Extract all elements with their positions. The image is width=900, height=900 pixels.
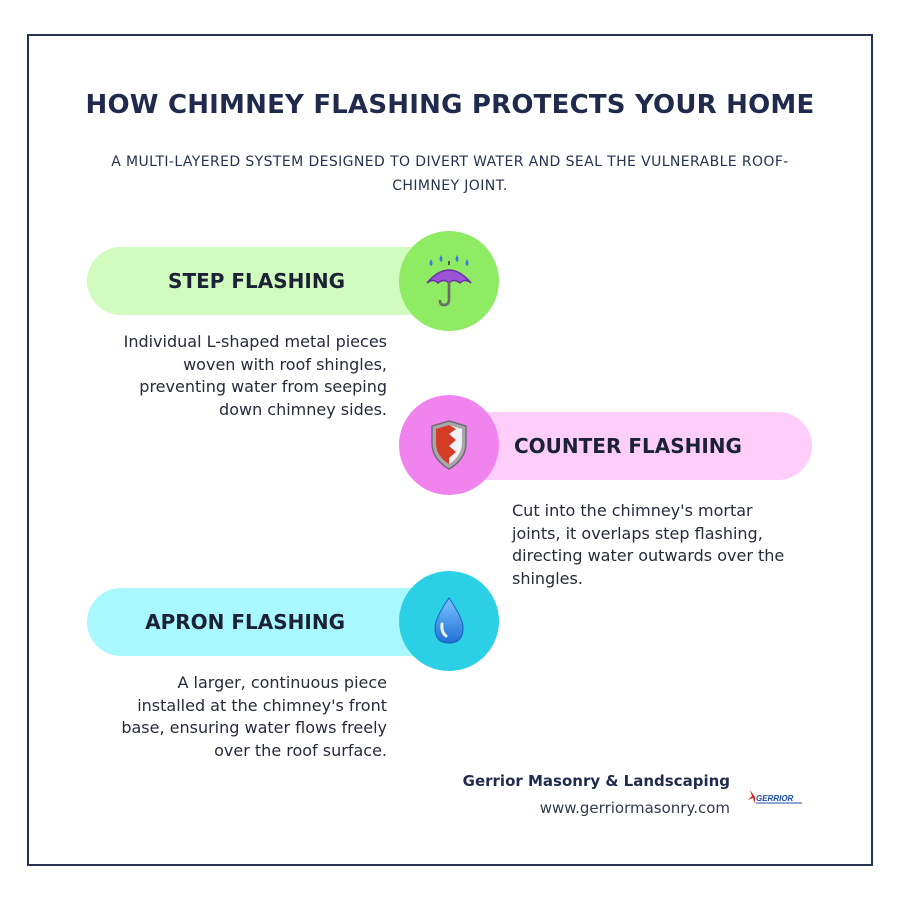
step-flashing-banner: STEP FLASHING (87, 247, 457, 315)
step-flashing-heading: STEP FLASHING (168, 269, 345, 293)
droplet-icon (434, 597, 464, 644)
apron-flashing-heading: APRON FLASHING (145, 610, 345, 634)
infographic-frame (27, 34, 873, 866)
page-title: HOW CHIMNEY FLASHING PROTECTS YOUR HOME (85, 90, 815, 120)
apron-flashing-banner: APRON FLASHING (87, 588, 457, 656)
counter-flashing-heading: COUNTER FLASHING (514, 434, 742, 458)
logo-text: GERRIOR (756, 794, 794, 803)
page-subtitle: A MULTI-LAYERED SYSTEM DESIGNED TO DIVER… (111, 154, 789, 194)
apron-flashing-description: A larger, continuous piece installed at … (121, 673, 387, 760)
umbrella-with-rain-icon (426, 255, 472, 307)
shield-icon (431, 420, 467, 470)
company-name: Gerrior Masonry & Landscaping (462, 772, 730, 790)
company-logo: GERRIOR (748, 790, 802, 804)
apron-flashing-icon-badge (399, 571, 499, 671)
step-flashing-icon-badge (399, 231, 499, 331)
counter-flashing-description: Cut into the chimney's mortar joints, it… (512, 501, 785, 588)
counter-flashing-icon-badge (399, 395, 499, 495)
company-website[interactable]: www.gerriormasonry.com (539, 799, 730, 817)
step-flashing-description: Individual L-shaped metal pieces woven w… (123, 332, 387, 419)
